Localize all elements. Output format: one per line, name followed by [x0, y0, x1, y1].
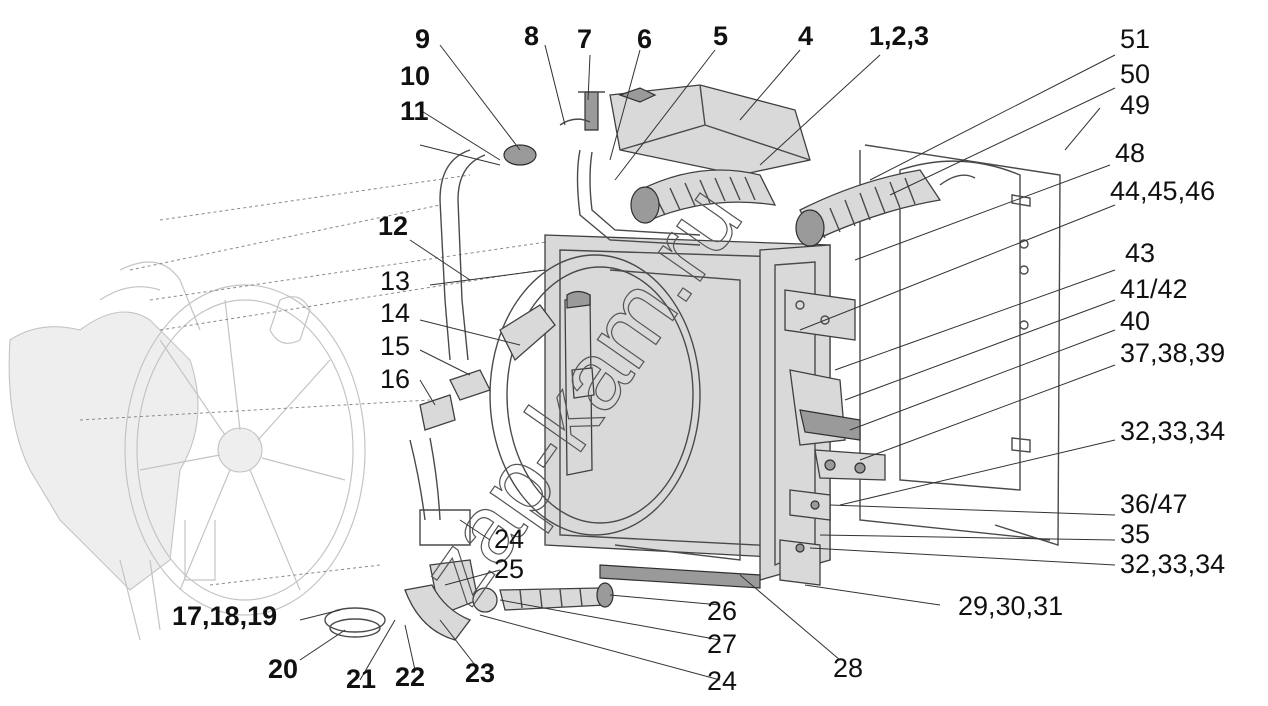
callout-26: 26 [707, 596, 737, 626]
callout-5: 5 [713, 21, 728, 51]
callout-35: 35 [1120, 519, 1150, 549]
callout-43: 43 [1125, 238, 1155, 268]
callout-23: 23 [465, 658, 495, 688]
callout-12: 12 [378, 211, 408, 241]
engine-outline [8, 261, 311, 641]
callout-6: 6 [637, 24, 652, 54]
callout-20: 20 [268, 654, 298, 684]
callout-50: 50 [1120, 59, 1150, 89]
callout-9: 9 [415, 24, 430, 54]
callout-25: 25 [494, 554, 524, 584]
callout-21: 21 [346, 664, 376, 694]
left-tube [409, 144, 556, 521]
callout-28: 28 [833, 653, 863, 683]
callout-32-33-34-bottom: 32,33,34 [1120, 549, 1225, 579]
callout-16: 16 [380, 364, 410, 394]
bypass-pipe [559, 118, 701, 246]
callout-32-33-34-top: 32,33,34 [1120, 416, 1225, 446]
callout-7: 7 [577, 24, 592, 54]
filter-column [564, 290, 595, 476]
callout-37-38-39: 37,38,39 [1120, 338, 1225, 368]
lower-hoses [324, 509, 614, 641]
cooling-fan [124, 284, 366, 616]
callout-14: 14 [380, 298, 410, 328]
callout-8: 8 [524, 21, 539, 51]
callout-10: 10 [400, 61, 430, 91]
callout-49: 49 [1120, 90, 1150, 120]
callout-labels: 9 8 7 6 5 4 1,2,3 51 10 50 11 49 48 44,4… [172, 21, 1225, 696]
callout-11: 11 [400, 96, 429, 126]
callout-22: 22 [395, 662, 425, 692]
leader-lines [299, 44, 1116, 681]
callout-40: 40 [1120, 306, 1150, 336]
guide-dashes [79, 174, 561, 586]
mounting-brackets [779, 289, 886, 586]
callout-41-42: 41/42 [1120, 274, 1188, 304]
callout-51: 51 [1120, 24, 1150, 54]
callout-44-45-46: 44,45,46 [1110, 176, 1215, 206]
callout-17-18-19: 17,18,19 [172, 601, 277, 631]
callout-1-2-3: 1,2,3 [869, 21, 929, 51]
callout-24-lower: 24 [707, 666, 737, 696]
callout-48: 48 [1115, 138, 1145, 168]
fan-shroud [489, 254, 741, 561]
callout-36-47: 36/47 [1120, 489, 1188, 519]
callout-27: 27 [707, 629, 737, 659]
callout-4: 4 [798, 21, 813, 51]
callout-15: 15 [380, 331, 410, 361]
callout-24-upper: 24 [494, 524, 524, 554]
callout-29-30-31: 29,30,31 [958, 591, 1063, 621]
expansion-tank [578, 84, 811, 176]
callout-13: 13 [380, 266, 410, 296]
